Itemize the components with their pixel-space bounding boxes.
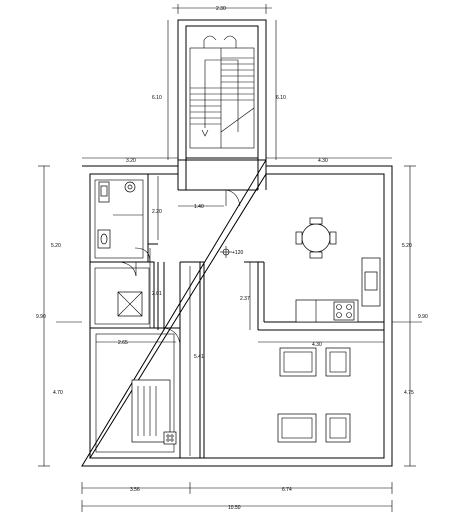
dimensions: 2.30 6.10 6.10 3.20 4.30 1.40 2.20 5.20 … (36, 4, 428, 512)
stair-flight (189, 47, 255, 149)
dim-stair-width: 2.30 (216, 6, 226, 12)
stairwell (177, 19, 267, 161)
dim-living: 4.30 (312, 342, 322, 348)
dim-left-top: 3.20 (126, 158, 136, 164)
dim-left-top-height: 5.20 (51, 243, 61, 249)
dim-bathroom: 2.20 (152, 209, 162, 215)
level-marker: +120 (220, 246, 243, 258)
dim-left-bottom-height: 4.70 (53, 390, 63, 396)
dim-kitchen: 2.37 (240, 296, 250, 302)
dim-stair-right: 6.10 (276, 95, 286, 101)
corridor-walls (148, 243, 205, 458)
dim-bottom-left: 3.56 (130, 487, 140, 493)
sofa-bottom (277, 413, 351, 443)
shower-room (89, 261, 155, 329)
dim-bedroom: 2.65 (118, 340, 128, 346)
dining-table (295, 217, 337, 259)
dim-hall: 5.41 (194, 354, 204, 360)
dim-shower: 2.01 (152, 291, 162, 297)
dim-right-top: 4.30 (318, 158, 328, 164)
kitchen-counter (295, 257, 381, 323)
dim-right-top-height: 5.20 (402, 243, 412, 249)
bathroom (89, 173, 151, 263)
dim-overall-right: 9.90 (418, 314, 428, 320)
dim-stair-door: 1.40 (194, 204, 204, 210)
kitchen (244, 217, 384, 331)
sofa-top (279, 347, 351, 377)
dim-bottom-right: 6.74 (282, 487, 292, 493)
dim-stair-left: 6.10 (152, 95, 162, 101)
level-label: +120 (232, 250, 243, 256)
living-room (277, 347, 351, 443)
bedroom (89, 327, 181, 459)
stair-door (225, 189, 241, 207)
dim-overall-width: 10.50 (228, 505, 241, 511)
dim-right-bottom-height: 4.75 (404, 390, 414, 396)
bed (131, 379, 177, 445)
dim-overall-left: 9.90 (36, 314, 46, 320)
